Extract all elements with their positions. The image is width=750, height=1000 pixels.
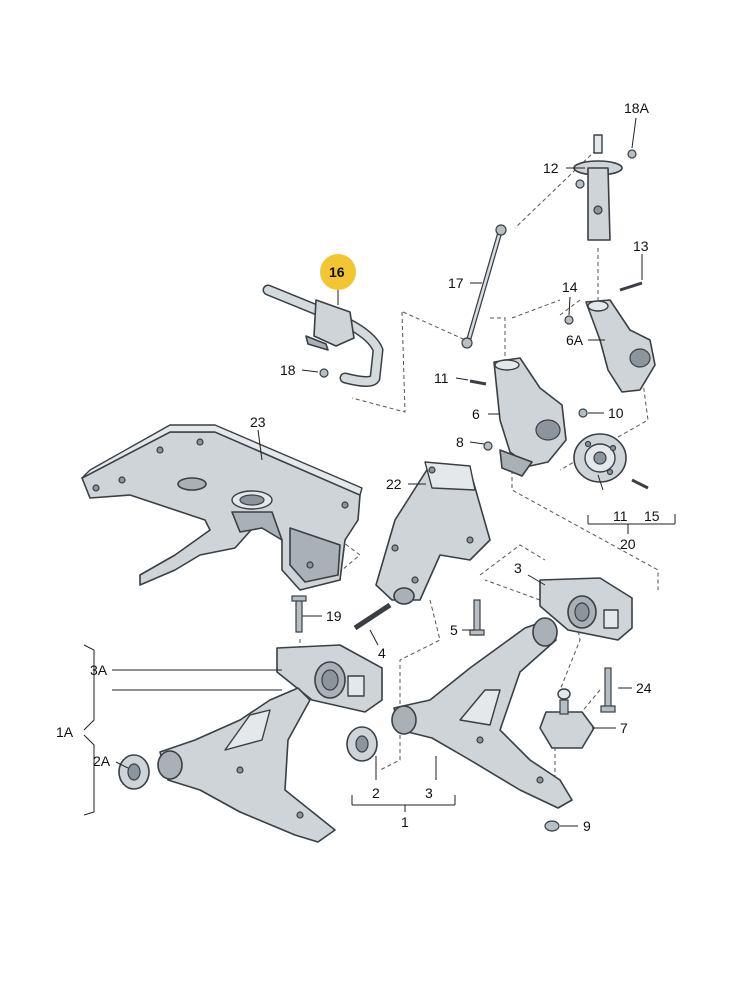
callout-2A: 2A bbox=[93, 753, 111, 769]
nut-18 bbox=[319, 368, 329, 378]
callout-15: 15 bbox=[644, 508, 660, 524]
coupling-rod bbox=[461, 224, 507, 349]
callout-12: 12 bbox=[543, 160, 559, 176]
callout-19: 19 bbox=[326, 608, 342, 624]
bushing-3A bbox=[276, 644, 383, 713]
callout-10: 10 bbox=[608, 405, 624, 421]
callout-3-upper: 3 bbox=[514, 560, 522, 576]
callout-24: 24 bbox=[636, 680, 652, 696]
callout-2: 2 bbox=[372, 785, 380, 801]
strut-body bbox=[587, 167, 611, 241]
callout-22: 22 bbox=[386, 476, 402, 492]
callout-9: 9 bbox=[583, 818, 591, 834]
bushing-3-upper bbox=[539, 577, 633, 641]
callout-1: 1 bbox=[401, 814, 409, 830]
callout-11-upper: 11 bbox=[434, 370, 449, 386]
callout-17: 17 bbox=[448, 275, 464, 291]
nut-9 bbox=[544, 820, 560, 832]
callout-16-highlight bbox=[320, 254, 356, 290]
stabilizer-bushing-clamp bbox=[313, 299, 355, 347]
callout-23: 23 bbox=[250, 414, 266, 430]
strut-rod bbox=[593, 134, 603, 154]
callout-16: 16 bbox=[329, 264, 345, 280]
stabilizer-bar bbox=[262, 284, 384, 387]
callout-11-hub: 11 bbox=[613, 508, 628, 524]
ball-joint bbox=[539, 688, 595, 832]
strut-mount-hole bbox=[593, 205, 603, 215]
control-arm-1 bbox=[391, 617, 573, 809]
bolt-19 bbox=[295, 597, 303, 633]
callout-20: 20 bbox=[620, 536, 636, 552]
subframe bbox=[81, 424, 363, 591]
bolt-24 bbox=[604, 667, 612, 711]
callout-14: 14 bbox=[562, 279, 578, 295]
bolts bbox=[291, 595, 616, 713]
callout-18: 18 bbox=[280, 362, 296, 378]
bushings-small bbox=[118, 726, 378, 790]
wheel-hub bbox=[573, 433, 649, 490]
nut-18A bbox=[627, 149, 637, 159]
wheel-bearing-housing-6 bbox=[469, 357, 588, 477]
callout-3A: 3A bbox=[90, 662, 108, 678]
callout-1A: 1A bbox=[56, 724, 74, 740]
callout-8: 8 bbox=[456, 434, 464, 450]
callout-13: 13 bbox=[633, 238, 649, 254]
bracket-22 bbox=[375, 461, 491, 605]
callout-18A: 18A bbox=[624, 100, 650, 116]
callout-4: 4 bbox=[378, 645, 386, 661]
callout-6: 6 bbox=[472, 406, 480, 422]
callout-6A: 6A bbox=[566, 332, 584, 348]
control-arm-1A bbox=[157, 687, 336, 843]
callout-labels: 18A 12 13 14 6A 16 17 18 11 6 10 8 23 22… bbox=[56, 100, 660, 834]
bolt-4 bbox=[353, 602, 392, 631]
strut-nut bbox=[575, 179, 585, 189]
callout-3-lower: 3 bbox=[425, 785, 433, 801]
callout-5: 5 bbox=[450, 622, 458, 638]
callout-7: 7 bbox=[620, 720, 628, 736]
strut-assembly bbox=[573, 134, 637, 241]
wheel-bearing-housing-6A bbox=[564, 281, 656, 393]
